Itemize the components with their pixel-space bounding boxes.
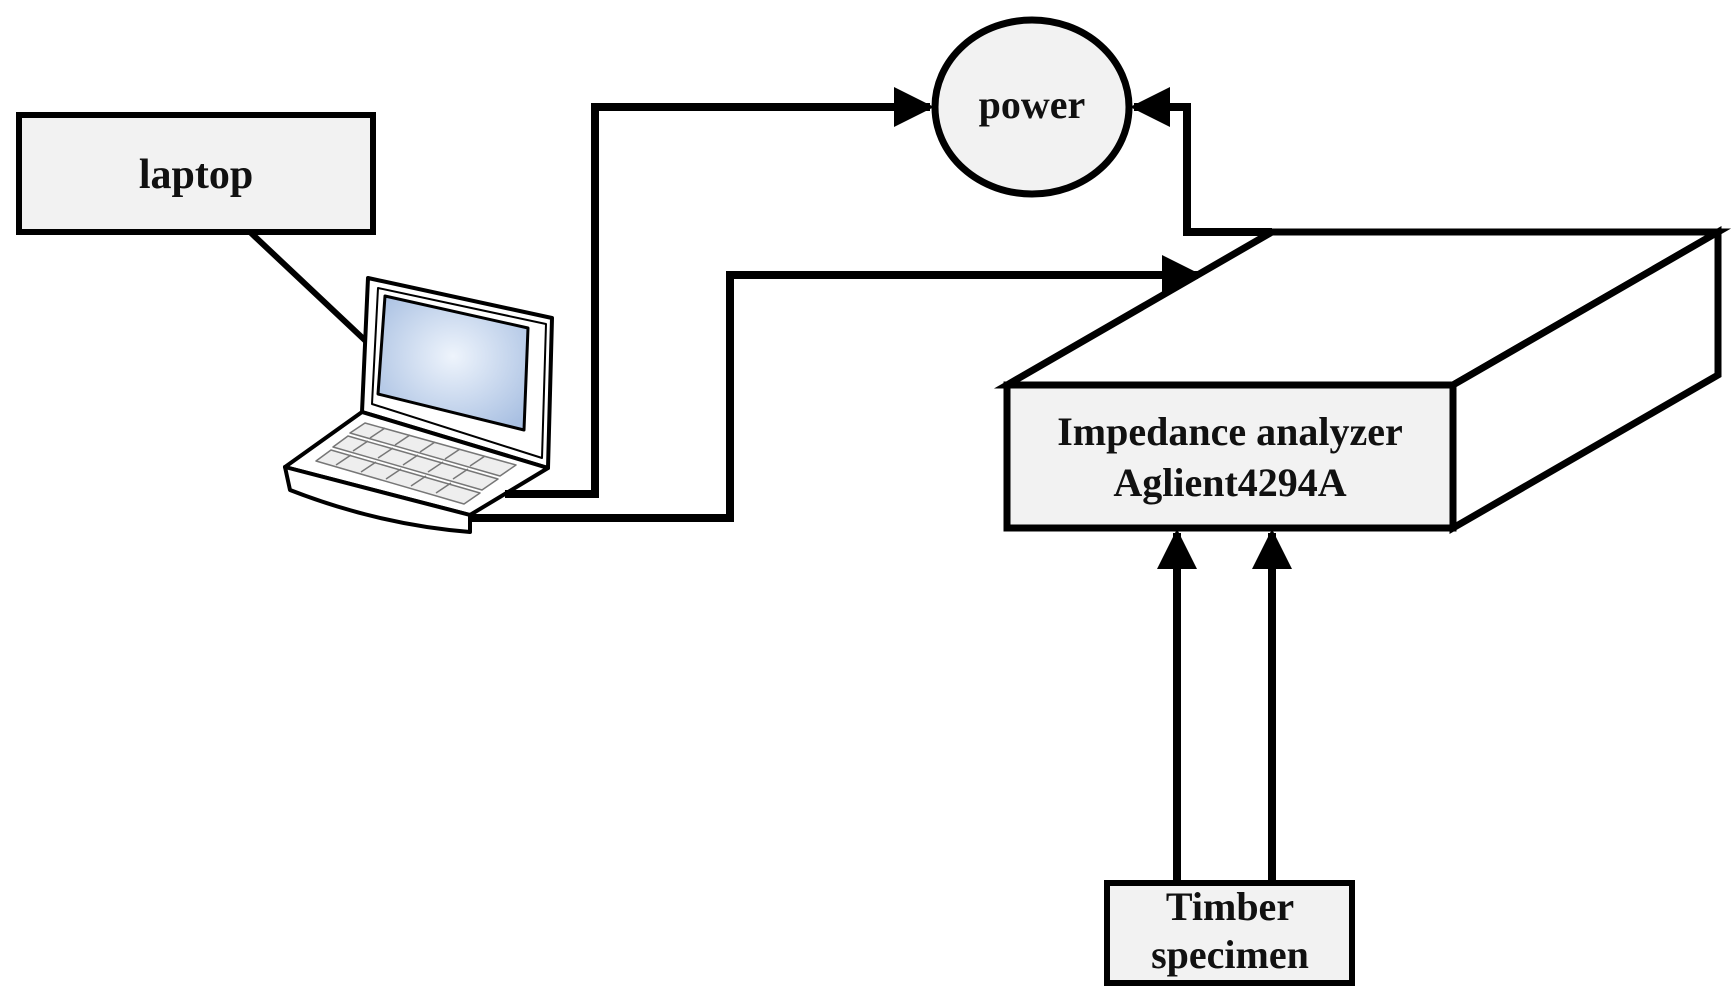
- specimen-label-line2: specimen: [1151, 932, 1309, 977]
- analyzer-label-line2: Aglient4294A: [1113, 460, 1346, 505]
- laptop-screen: [376, 294, 530, 432]
- power-node: power: [931, 16, 1133, 198]
- laptop-label-box: laptop: [16, 112, 376, 235]
- impedance-analyzer-box: Impedance analyzer Aglient4294A: [993, 225, 1732, 535]
- specimen-label-line1: Timber: [1166, 884, 1294, 929]
- laptop-keyboard: [315, 422, 517, 505]
- power-label: power: [979, 82, 1086, 127]
- timber-specimen-box: Timber specimen: [1104, 880, 1355, 986]
- laptop-to-analyzer-connector: [470, 255, 1202, 522]
- laptop-to-power-connector: [505, 87, 934, 498]
- analyzer-to-power-connector: [1130, 87, 1272, 236]
- analyzer-front-face: [1003, 381, 1457, 532]
- laptop-label: laptop: [139, 152, 253, 198]
- analyzer-label-line1: Impedance analyzer: [1057, 409, 1403, 454]
- laptop-leader-line: [247, 229, 373, 348]
